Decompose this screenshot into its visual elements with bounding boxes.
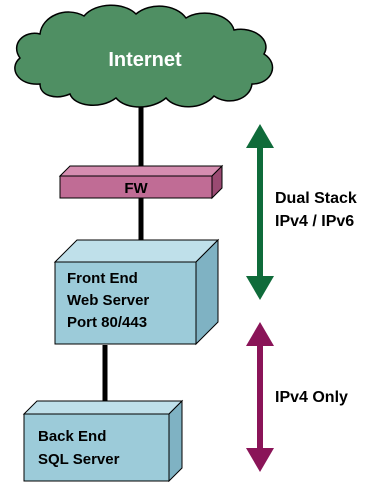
ipv4-arrow-head-up [246,322,274,346]
dual-stack-line-2: IPv4 / IPv6 [275,213,354,230]
ipv4-only-arrow [246,322,274,472]
front-end-top [53,239,220,263]
back-end-top [22,400,184,415]
ipv4-only-label: IPv4 Only [275,389,348,406]
back-end-line-1: Back End [38,428,106,445]
front-end-line-3: Port 80/443 [67,314,147,331]
front-end-server: Front End Web Server Port 80/443 [53,238,220,346]
internet-cloud: Internet [14,4,274,108]
dual-stack-line-1: Dual Stack [275,190,357,207]
back-end-front [23,413,170,482]
back-end-side [168,399,183,482]
front-end-line-1: Front End [67,270,138,287]
front-end-front [54,261,197,345]
firewall-top [58,165,224,177]
dual-stack-arrow [246,124,274,300]
back-end-server: Back End SQL Server [22,399,184,482]
dual-stack-arrow-head-up [246,124,274,148]
internet-label: Internet [108,49,182,71]
firewall-box: FW [58,164,224,200]
cloud-shape [14,4,274,108]
firewall-label: FW [124,180,148,197]
front-end-line-2: Web Server [67,292,149,309]
ipv4-arrow-head-down [246,448,274,472]
back-end-line-2: SQL Server [38,451,120,468]
dual-stack-arrow-head-down [246,276,274,300]
firewall-front [59,175,213,199]
